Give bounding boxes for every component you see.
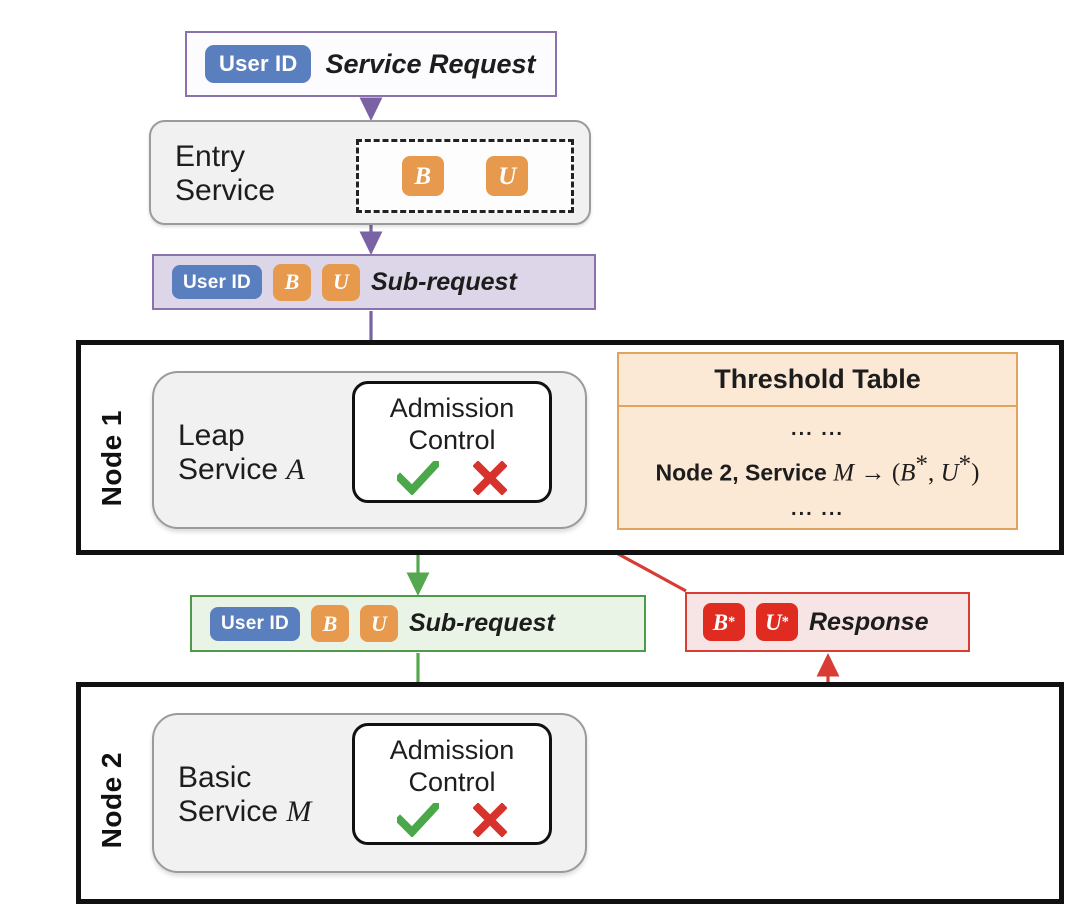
service-symbol: M bbox=[833, 459, 855, 487]
response-box: B* U* Response bbox=[685, 592, 970, 652]
basic-service-title: Basic Service M bbox=[178, 761, 311, 828]
u-star-chip: U* bbox=[756, 603, 798, 641]
admission-control-title: Admission Control bbox=[389, 735, 515, 797]
check-icon bbox=[397, 802, 439, 837]
basic-service-title-line2: Service M bbox=[178, 794, 312, 828]
leap-service-title-line1: Leap bbox=[178, 419, 245, 452]
basic-service-title-line1: Basic bbox=[178, 761, 252, 794]
cross-icon bbox=[473, 460, 507, 495]
admission-decision-icons bbox=[355, 802, 549, 837]
u-chip: U bbox=[486, 156, 529, 196]
threshold-table-body: ... ... Node 2, Service M → (B*, U*) ...… bbox=[619, 407, 1016, 532]
table-row: Node 2, Service M → (B*, U*) bbox=[655, 451, 980, 487]
entry-service-title-line2: Service bbox=[175, 173, 276, 207]
maps-to-arrow: → bbox=[860, 459, 886, 487]
entry-service-dashed-group: B U bbox=[356, 139, 574, 213]
entry-service-title: Entry Service bbox=[175, 140, 275, 207]
sub-request-2-label: Sub-request bbox=[408, 609, 555, 637]
leap-service-title-line2: Service A bbox=[178, 452, 305, 486]
sub-request-1-label: Sub-request bbox=[370, 267, 517, 296]
leap-service-symbol: A bbox=[286, 452, 305, 486]
check-icon bbox=[397, 460, 439, 495]
u-chip: U bbox=[321, 263, 360, 301]
b-star-chip: B* bbox=[703, 603, 745, 641]
b-chip: B bbox=[310, 605, 349, 642]
admission-control-node2: Admission Control bbox=[352, 723, 552, 845]
node2-label: Node 2 bbox=[96, 752, 127, 849]
service-request-box: User ID Service Request bbox=[185, 31, 557, 97]
admission-decision-icons bbox=[355, 460, 549, 495]
service-request-label: Service Request bbox=[325, 48, 536, 79]
table-row: ... ... bbox=[791, 417, 844, 440]
admission-control-title: Admission Control bbox=[389, 393, 515, 455]
response-label: Response bbox=[809, 607, 929, 636]
user-id-chip: User ID bbox=[210, 606, 300, 641]
b-chip: B bbox=[272, 263, 311, 301]
sub-request-2-box: User ID B U Sub-request bbox=[190, 595, 646, 652]
user-id-chip: User ID bbox=[172, 265, 262, 299]
node1-label: Node 1 bbox=[96, 410, 127, 507]
b-chip: B bbox=[401, 156, 444, 196]
cross-icon bbox=[473, 802, 507, 837]
entry-service-title-line1: Entry bbox=[175, 140, 246, 173]
user-id-chip: User ID bbox=[205, 45, 312, 83]
entry-service-box: Entry Service B U bbox=[149, 120, 591, 225]
threshold-table: Threshold Table ... ... Node 2, Service … bbox=[617, 352, 1018, 530]
admission-control-node1: Admission Control bbox=[352, 381, 552, 503]
threshold-table-title: Threshold Table bbox=[619, 354, 1016, 407]
sub-request-1-box: User ID B U Sub-request bbox=[152, 254, 596, 310]
basic-service-symbol: M bbox=[286, 794, 312, 828]
table-row: ... ... bbox=[791, 498, 844, 521]
u-chip: U bbox=[359, 605, 398, 642]
leap-service-title: Leap Service A bbox=[178, 419, 305, 486]
